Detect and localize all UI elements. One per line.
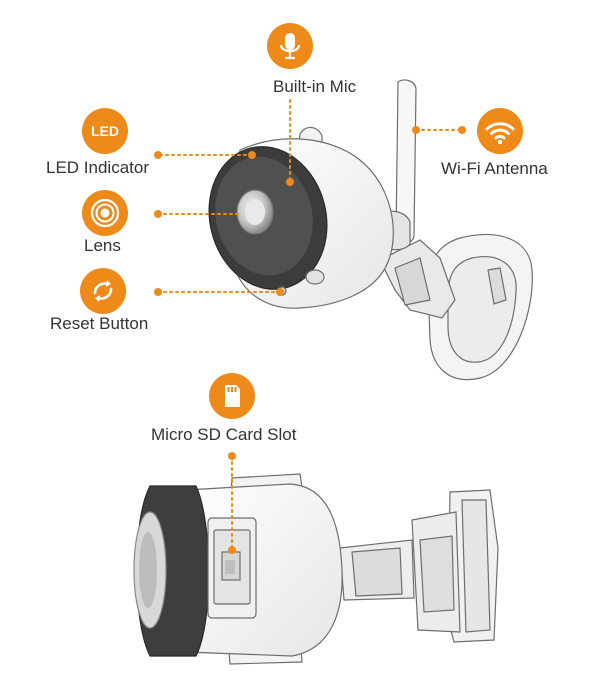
leader-dot-led-end xyxy=(248,151,256,159)
wifi-icon xyxy=(477,108,523,154)
micro-sd-card-slot-label: Micro SD Card Slot xyxy=(151,425,297,444)
camera-top-view xyxy=(208,79,533,381)
camera-bottom-view xyxy=(133,473,499,665)
leader-dot-lens xyxy=(154,210,162,218)
leader-dot-wifi xyxy=(412,126,420,134)
leader-dot-led xyxy=(154,151,162,159)
sd-card-icon xyxy=(209,373,255,419)
leader-dot-reset-end xyxy=(276,288,284,296)
wifi-antenna-label: Wi-Fi Antenna xyxy=(441,159,548,178)
leader-lines xyxy=(157,99,461,549)
built-in-mic-label: Built-in Mic xyxy=(273,77,357,96)
led-indicator-label: LED Indicator xyxy=(46,158,149,177)
leader-dots xyxy=(154,126,466,554)
reset-button-label: Reset Button xyxy=(50,314,149,333)
lens-label: Lens xyxy=(84,236,121,255)
microphone-icon xyxy=(267,23,313,69)
led-icon: LED xyxy=(82,108,128,154)
lens-icon xyxy=(82,190,128,236)
leader-dot-wifi-end xyxy=(458,126,466,134)
led-icon-text: LED xyxy=(91,123,119,139)
leader-dot-mic xyxy=(286,178,294,186)
reset-icon xyxy=(80,268,126,314)
leader-dot-sd xyxy=(228,452,236,460)
leader-dot-sd-end xyxy=(228,546,236,554)
leader-dot-reset xyxy=(154,288,162,296)
